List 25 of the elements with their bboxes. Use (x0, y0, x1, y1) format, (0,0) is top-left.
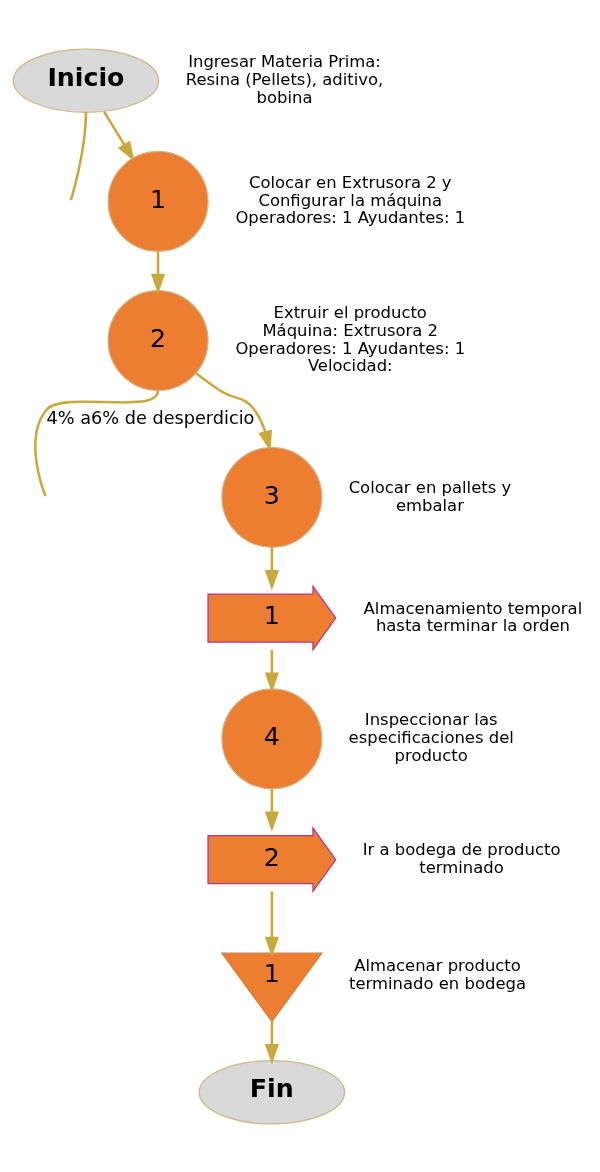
node-circle: 2 (107, 289, 209, 391)
arrow (264, 649, 279, 693)
node-circle: 3 (221, 446, 323, 548)
arrow (195, 371, 273, 451)
arrow (264, 1021, 279, 1064)
node-label: Inspeccionar las especificaciones del producto (348, 709, 514, 765)
arrow (150, 251, 166, 294)
connector (34, 389, 160, 496)
node-label: Extruir el producto Máquina: Extrusora 2 Operadores: 1 Ayudantes: 1 Velocidad: (235, 302, 466, 375)
node-circle: 4 (221, 687, 323, 789)
node-label: Ingresar Materia Prima: Resina (Pellets), aditivo, bobina (185, 51, 384, 107)
edge-label: 4% a6% de desperdicio (46, 407, 255, 428)
node-label: Colocar en Extrusora 2 y Configurar la máquina Operadores: 1 Ayudantes: 1 (235, 172, 466, 227)
node-label: Ir a bodega de producto terminado (362, 839, 561, 877)
arrow (264, 890, 279, 957)
node-ellipse: Inicio (12, 47, 160, 113)
node-circle: 1 (107, 150, 209, 252)
arrow (264, 788, 279, 832)
node-ellipse: Fin (198, 1059, 346, 1125)
node-label: Colocar en pallets y embalar (348, 477, 512, 514)
arrow (264, 546, 279, 590)
connector (69, 111, 88, 200)
node-label: Almacenar producto terminado en bodega (349, 955, 526, 993)
arrow (103, 110, 135, 162)
node-label: Almacenamiento temporal hasta terminar la orden (363, 598, 583, 635)
